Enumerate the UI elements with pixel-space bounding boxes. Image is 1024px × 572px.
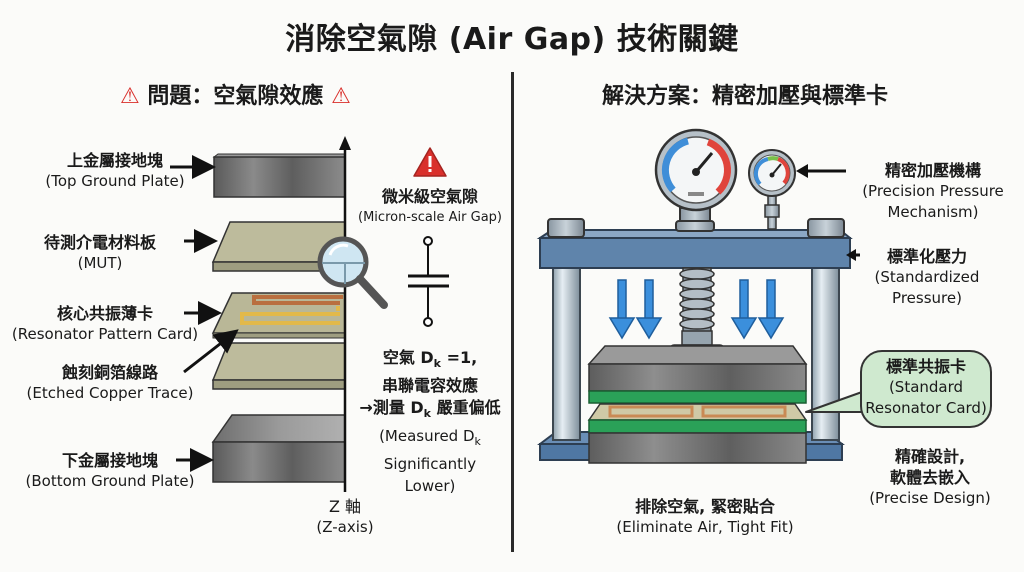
arrow-copper — [183, 329, 239, 374]
bolt-right — [807, 218, 845, 238]
pressure-arrow-icon — [635, 279, 663, 340]
label-bottom-ground-plate: 下金屬接地塊 (Bottom Ground Plate) — [25, 451, 195, 490]
card-callout — [860, 350, 992, 428]
z-axis-arrowhead — [339, 136, 351, 150]
bolt-left — [547, 218, 585, 238]
pressure-gauge-large — [654, 128, 738, 232]
label-air-gap: 微米級空氣隙 (Micron-scale Air Gap) — [358, 187, 502, 225]
warning-icon: ⚠ — [331, 84, 351, 109]
panel-divider — [511, 72, 514, 552]
press-screw-spring — [669, 267, 725, 360]
label-top-ground-plate: 上金屬接地塊 (Top Ground Plate) — [45, 151, 185, 190]
label-resonator-card: 核心共振薄卡 (Resonator Pattern Card) — [11, 304, 199, 343]
top-ground-plate — [212, 153, 346, 198]
effect-explanation: 空氣 Dk =1, 串聯電容效應 →測量 Dk 嚴重偏低 (Measured D… — [359, 348, 501, 496]
label-eliminate-air: 排除空氣, 緊密貼合 (Eliminate Air, Tight Fit) — [616, 497, 794, 536]
label-mut: 待測介電材料板 (MUT) — [43, 233, 156, 272]
label-z-axis: Z 軸 (Z-axis) — [316, 497, 374, 536]
standard-resonator-card — [587, 403, 808, 421]
problem-heading-text: 問題：空氣隙效應 — [147, 84, 324, 109]
pressure-arrows — [608, 279, 785, 340]
capacitor-symbol — [408, 236, 449, 327]
label-standardized-pressure: 標準化壓力 (Standardized Pressure) — [874, 247, 980, 307]
pressure-arrow-icon — [730, 279, 758, 340]
press-pillar-left — [552, 267, 581, 441]
label-standard-card: 標準共振卡 (Standard Resonator Card) — [865, 357, 987, 417]
upper-press-block — [587, 345, 808, 392]
pressure-gauge-small — [748, 149, 796, 230]
page-title: 消除空氣隙 (Air Gap) 技術關鍵 — [285, 22, 739, 57]
problem-heading: ⚠ 問題：空氣隙效應 ⚠ — [120, 78, 351, 110]
warning-icon — [413, 147, 447, 177]
pressure-arrow-icon — [608, 279, 636, 340]
arrow-pressure — [846, 249, 856, 261]
magnifier-icon — [317, 236, 388, 309]
label-copper-trace: 蝕刻銅箔線路 (Etched Copper Trace) — [26, 363, 194, 402]
lower-press-block — [588, 432, 807, 464]
solution-heading: 解決方案：精密加壓與標準卡 — [602, 84, 889, 109]
pcb-layer-upper — [588, 390, 807, 404]
label-precise-design: 精確設計, 軟體去嵌入 (Precise Design) — [869, 447, 991, 507]
label-precision-mechanism: 精密加壓機構 (Precision Pressure Mechanism) — [862, 161, 1004, 221]
pcb-layer-lower — [588, 419, 807, 434]
warning-icon: ⚠ — [120, 84, 140, 109]
press-top-beam — [536, 229, 853, 269]
arrow-mechanism — [796, 164, 808, 178]
pressure-arrow-icon — [757, 279, 785, 340]
press-pillar-right — [811, 267, 840, 441]
